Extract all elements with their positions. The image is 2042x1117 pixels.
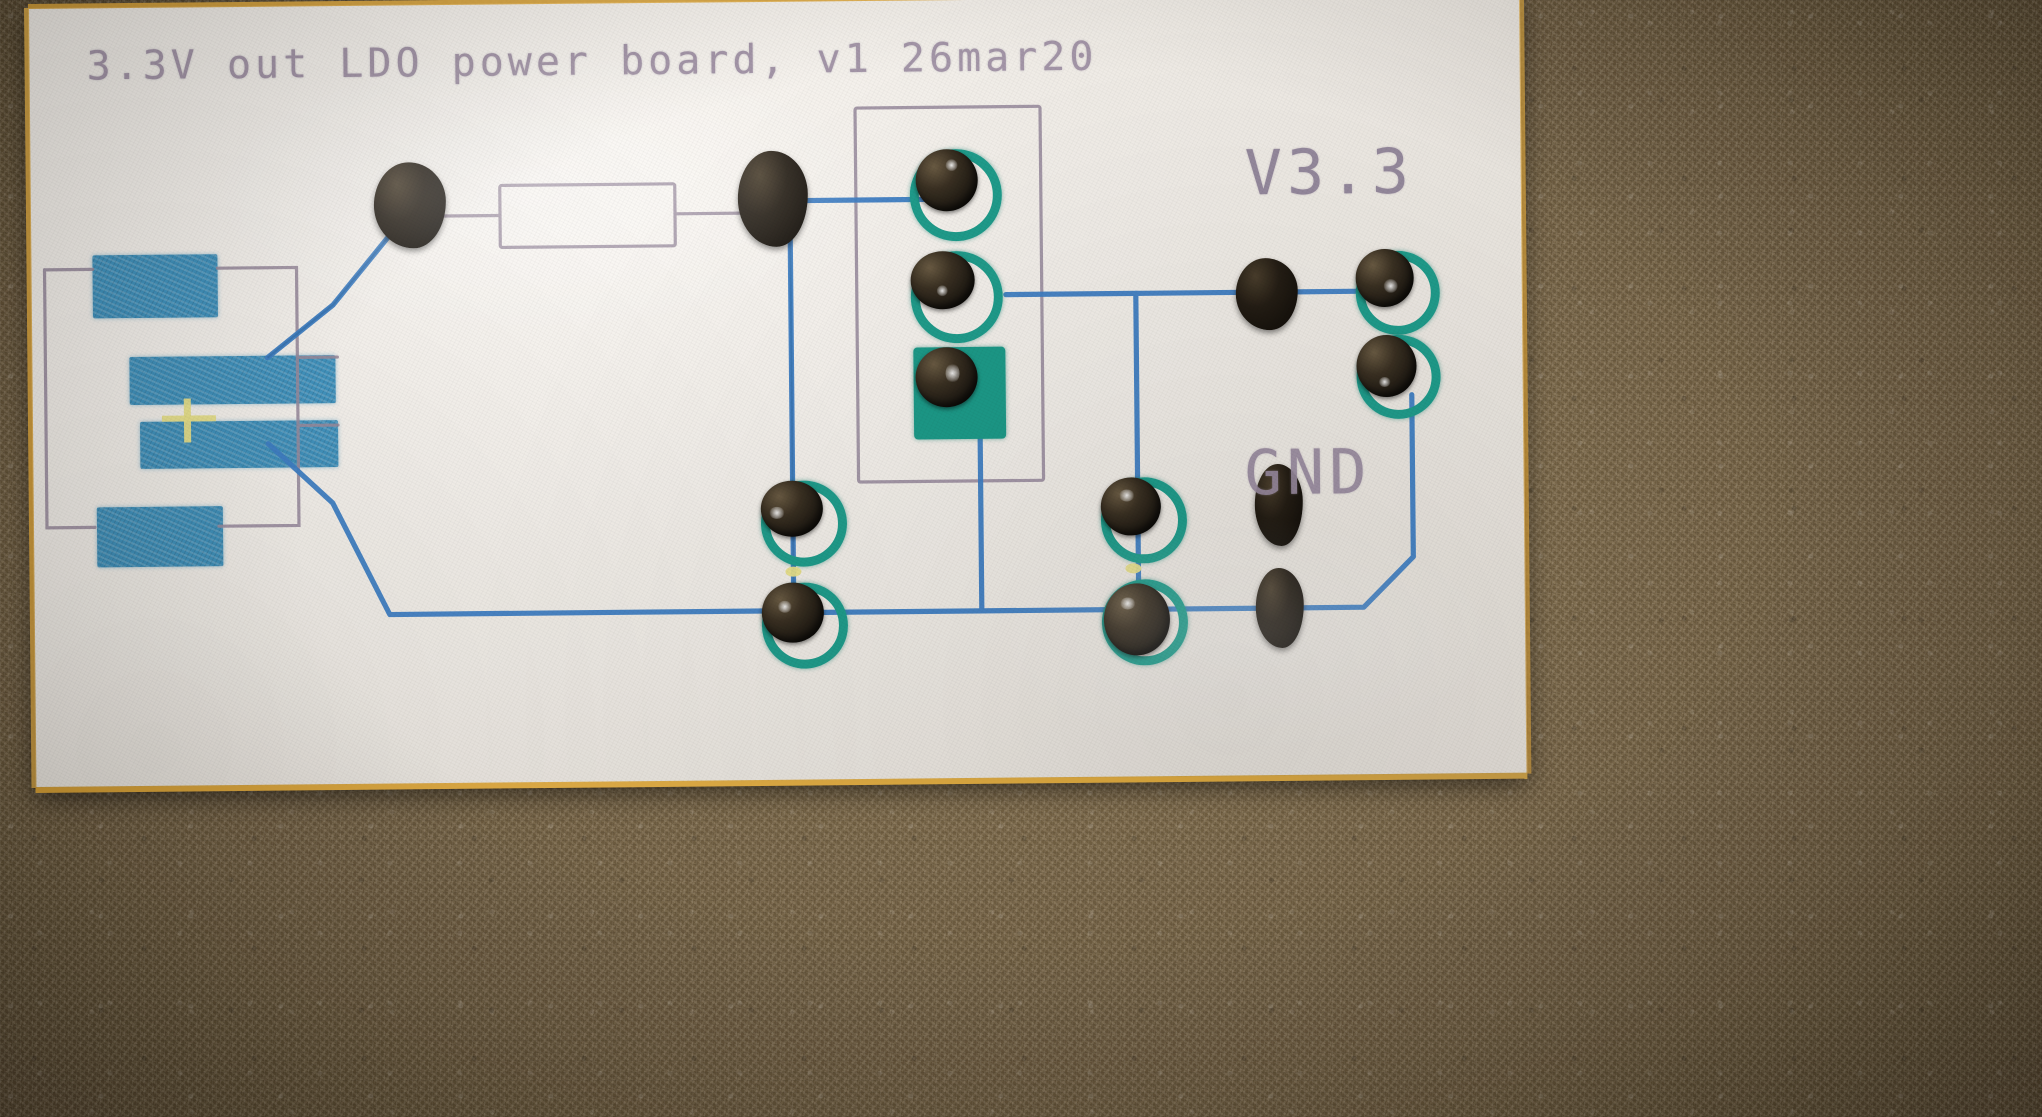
solder-specular bbox=[1378, 376, 1391, 388]
solder-specular bbox=[945, 363, 960, 384]
pcb-card: 3.3V out LDO power board, v1 26mar20 V3.… bbox=[24, 0, 1532, 793]
solder-blob bbox=[1355, 248, 1414, 308]
solder-blob bbox=[910, 250, 975, 310]
solder-blob bbox=[1103, 583, 1171, 656]
solder-specular bbox=[1118, 489, 1135, 502]
schematic-drawing bbox=[42, 104, 1416, 618]
trace-accents bbox=[266, 205, 795, 613]
solder-specular bbox=[1119, 597, 1136, 610]
schematic-ink bbox=[42, 104, 1046, 530]
label-v33: V3.3 bbox=[1244, 134, 1415, 210]
pad-center-lower bbox=[761, 582, 849, 669]
solder-dot-gnd-lower bbox=[1255, 567, 1305, 649]
solder-dot-v33-bus bbox=[1235, 257, 1299, 331]
solder-blob bbox=[761, 582, 825, 643]
pad-regulator-pin2 bbox=[910, 250, 1004, 344]
pad-regulator-pin3 bbox=[913, 346, 1007, 440]
solder-specular bbox=[1383, 278, 1398, 293]
pad-output-v33 bbox=[1355, 248, 1441, 336]
pad-rightmid-upper bbox=[1100, 476, 1188, 564]
solder-specular bbox=[777, 600, 792, 613]
solder-specular bbox=[945, 159, 958, 172]
pad-output-gnd bbox=[1356, 334, 1442, 420]
rightmid-pad-yellow-mark bbox=[1125, 563, 1142, 574]
pad-rightmid-lower bbox=[1101, 578, 1189, 666]
solder-blob bbox=[760, 480, 824, 537]
pad-center-upper bbox=[760, 480, 848, 567]
solder-blob bbox=[915, 148, 978, 212]
solder-specular bbox=[936, 285, 948, 297]
board-title: 3.3V out LDO power board, v1 26mar20 bbox=[86, 33, 1098, 90]
solder-blob bbox=[1100, 477, 1162, 536]
solder-blob bbox=[915, 346, 978, 408]
solder-blob bbox=[1356, 334, 1417, 398]
pad-regulator-pin1 bbox=[909, 148, 1003, 242]
label-gnd: GND bbox=[1244, 435, 1372, 510]
solder-specular bbox=[768, 506, 785, 519]
